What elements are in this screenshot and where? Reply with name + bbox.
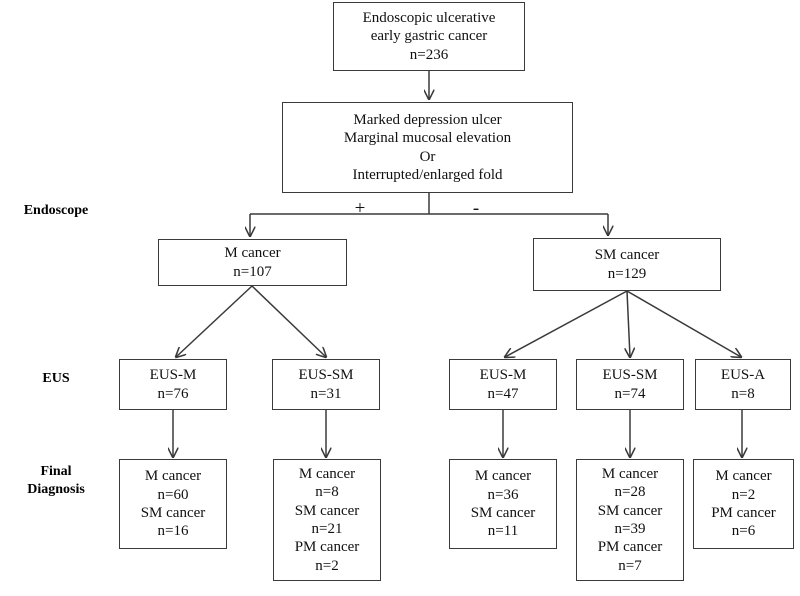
wire-m-to-eus-m — [176, 285, 253, 357]
wire-m-to-eus-sm — [251, 285, 326, 357]
node-final-2-line-1: M cancer — [298, 466, 356, 483]
node-final-5-line-3: PM cancer — [711, 505, 776, 521]
node-final-4-line-4: n=39 — [614, 521, 646, 537]
node-criteria-line-2: Marginal mucosal elevation — [343, 130, 512, 147]
node-eus-a-right-line-2: n=8 — [731, 385, 755, 402]
node-final-3: M cancer n=36 SM cancer n=11 — [449, 459, 557, 549]
wire-sm-to-eus-a — [626, 290, 741, 357]
wire-sm-to-eus-sm — [627, 290, 630, 357]
node-final-2-line-2: n=8 — [315, 484, 339, 501]
node-eus-sm-right-line-1: EUS-SM — [602, 367, 658, 384]
node-criteria-line-4: Interrupted/enlarged fold — [352, 166, 503, 183]
node-root-line-2: early gastric cancer — [370, 28, 488, 45]
node-eus-m-right-line-2: n=47 — [487, 385, 519, 402]
node-final-4-line-6: n=7 — [618, 557, 642, 574]
node-final-4-line-2: n=28 — [614, 484, 646, 501]
node-final-3-line-2: n=36 — [487, 486, 519, 503]
node-eus-sm-left: EUS-SM n=31 — [272, 359, 380, 410]
node-m-cancer-line-1: M cancer — [224, 245, 281, 262]
node-final-3-line-1: M cancer — [474, 468, 532, 485]
node-final-1-line-4: n=16 — [157, 523, 189, 540]
node-final-5-line-2: n=2 — [731, 486, 756, 503]
node-final-2-line-6: n=2 — [315, 557, 339, 574]
node-final-3-line-4: n=11 — [487, 523, 519, 540]
node-eus-m-left: EUS-M n=76 — [119, 359, 227, 410]
node-final-2: M cancer n=8 SM cancer n=21 PM cancer n=… — [273, 459, 381, 581]
node-sm-cancer: SM cancer n=129 — [533, 238, 721, 291]
node-eus-m-left-line-2: n=76 — [157, 385, 189, 402]
node-final-1-line-3: SM cancer — [140, 505, 206, 521]
node-final-2-line-3: SM cancer — [294, 502, 360, 519]
node-eus-m-left-line-1: EUS-M — [149, 367, 197, 384]
node-final-3-line-3: SM cancer — [470, 505, 536, 521]
node-root-line-3: n=236 — [409, 46, 449, 63]
node-final-1-line-2: n=60 — [157, 486, 189, 503]
node-final-2-line-5: PM cancer — [294, 539, 360, 556]
stage-label-eus: EUS — [42, 371, 70, 386]
stage-label-final-diagnosis: Final Diagnosis — [27, 464, 85, 497]
node-criteria-line-3: Or — [419, 148, 436, 165]
node-eus-a-right-line-1: EUS-A — [720, 367, 766, 384]
node-final-1: M cancer n=60 SM cancer n=16 — [119, 459, 227, 549]
node-m-cancer-line-2: n=107 — [233, 263, 272, 280]
node-criteria-line-1: Marked depression ulcer — [353, 111, 502, 128]
node-final-4-line-3: SM cancer — [597, 502, 663, 519]
node-final-5-line-1: M cancer — [715, 468, 772, 485]
node-root: Endoscopic ulcerative early gastric canc… — [333, 2, 525, 71]
node-eus-sm-right-line-2: n=74 — [614, 385, 646, 402]
node-sm-cancer-line-1: SM cancer — [594, 247, 660, 264]
node-eus-m-right-line-1: EUS-M — [479, 367, 527, 384]
branch-sign-negative: - — [472, 198, 480, 219]
node-final-2-line-4: n=21 — [311, 521, 343, 537]
node-eus-sm-left-line-2: n=31 — [310, 385, 342, 402]
node-root-line-1: Endoscopic ulcerative — [362, 10, 496, 27]
node-final-4-line-1: M cancer — [601, 466, 659, 483]
node-final-5-line-4: n=6 — [731, 523, 756, 540]
node-final-4-line-5: PM cancer — [597, 539, 663, 556]
wire-sm-to-eus-m — [505, 290, 628, 357]
branch-sign-positive: + — [354, 198, 366, 219]
node-final-5: M cancer n=2 PM cancer n=6 — [693, 459, 794, 549]
node-sm-cancer-line-2: n=129 — [607, 265, 647, 282]
node-eus-m-right: EUS-M n=47 — [449, 359, 557, 410]
node-m-cancer: M cancer n=107 — [158, 239, 347, 286]
node-final-4: M cancer n=28 SM cancer n=39 PM cancer n… — [576, 459, 684, 581]
stage-label-endoscope: Endoscope — [23, 203, 89, 218]
node-final-1-line-1: M cancer — [144, 468, 202, 485]
node-criteria: Marked depression ulcer Marginal mucosal… — [282, 102, 573, 193]
node-eus-sm-right: EUS-SM n=74 — [576, 359, 684, 410]
node-eus-sm-left-line-1: EUS-SM — [298, 367, 354, 384]
node-eus-a-right: EUS-A n=8 — [695, 359, 791, 410]
